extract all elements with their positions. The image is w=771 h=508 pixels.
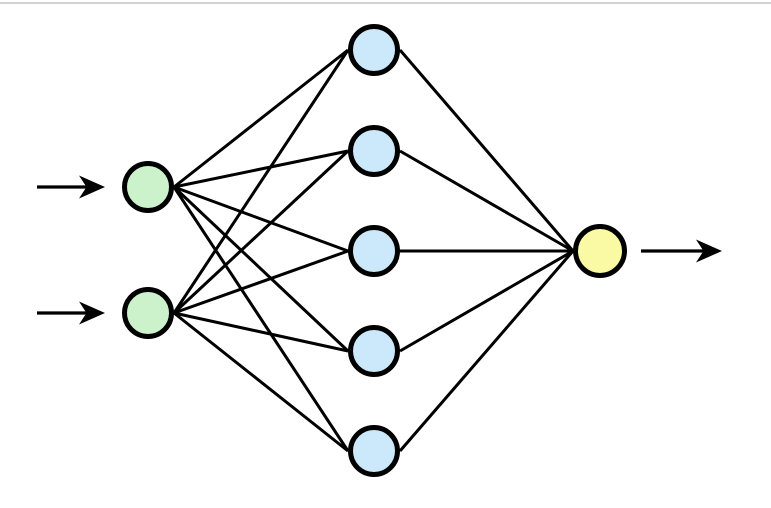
edge-hidden-node-5-to-output-node [398,250,575,452]
hidden-node-1 [348,24,400,76]
output-node [573,224,627,278]
input-arrow-1-head [79,175,105,199]
edge-input-node-1-to-hidden-node-1 [173,48,349,189]
input-arrow-2-head [79,301,105,325]
hidden-node-4 [348,325,400,377]
hidden-node-5 [348,425,400,477]
edge-input-node-2-to-hidden-node-5 [173,311,349,453]
edge-hidden-node-1-to-output-node [398,49,575,252]
edge-input-node-1-to-hidden-node-4 [172,185,350,353]
hidden-node-2 [348,125,400,177]
edge-input-node-2-to-hidden-node-3 [173,249,349,315]
edge-hidden-node-4-to-output-node [399,249,574,353]
edge-input-node-2-to-hidden-node-2 [172,149,350,315]
hidden-node-3 [348,225,400,277]
top-divider-line [0,2,771,4]
edge-input-node-2-to-hidden-node-4 [173,311,349,353]
input-node-2 [122,287,174,339]
edge-hidden-node-2-to-output-node [399,149,574,253]
output-arrow-head [696,239,722,263]
input-node-1 [122,161,174,213]
edge-input-node-1-to-hidden-node-3 [173,185,349,253]
edge-input-node-1-to-hidden-node-5 [172,186,350,452]
edge-input-node-2-to-hidden-node-1 [172,49,350,314]
edge-input-node-1-to-hidden-node-2 [173,149,349,189]
